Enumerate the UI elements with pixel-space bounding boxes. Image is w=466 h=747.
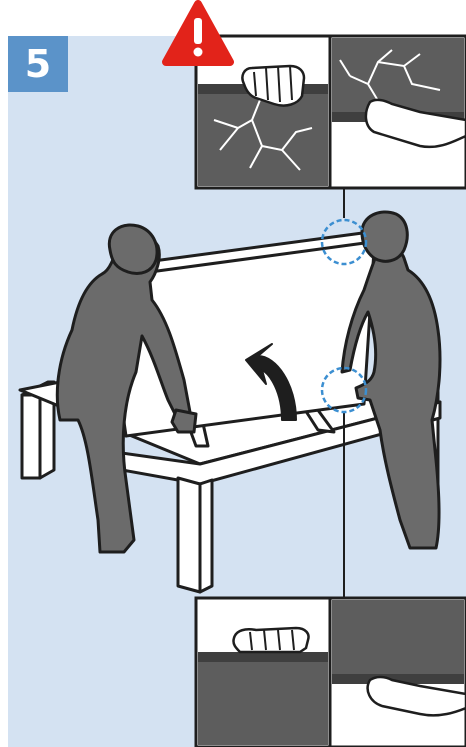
top-inset-group [166,4,466,188]
hand-on-top-edge [233,628,308,652]
inset-top-right [330,36,466,188]
warning-triangle-icon [166,4,230,62]
inset-bottom-right [330,598,466,747]
bottom-inset-group [196,598,466,747]
inset-bottom-left [196,598,330,747]
